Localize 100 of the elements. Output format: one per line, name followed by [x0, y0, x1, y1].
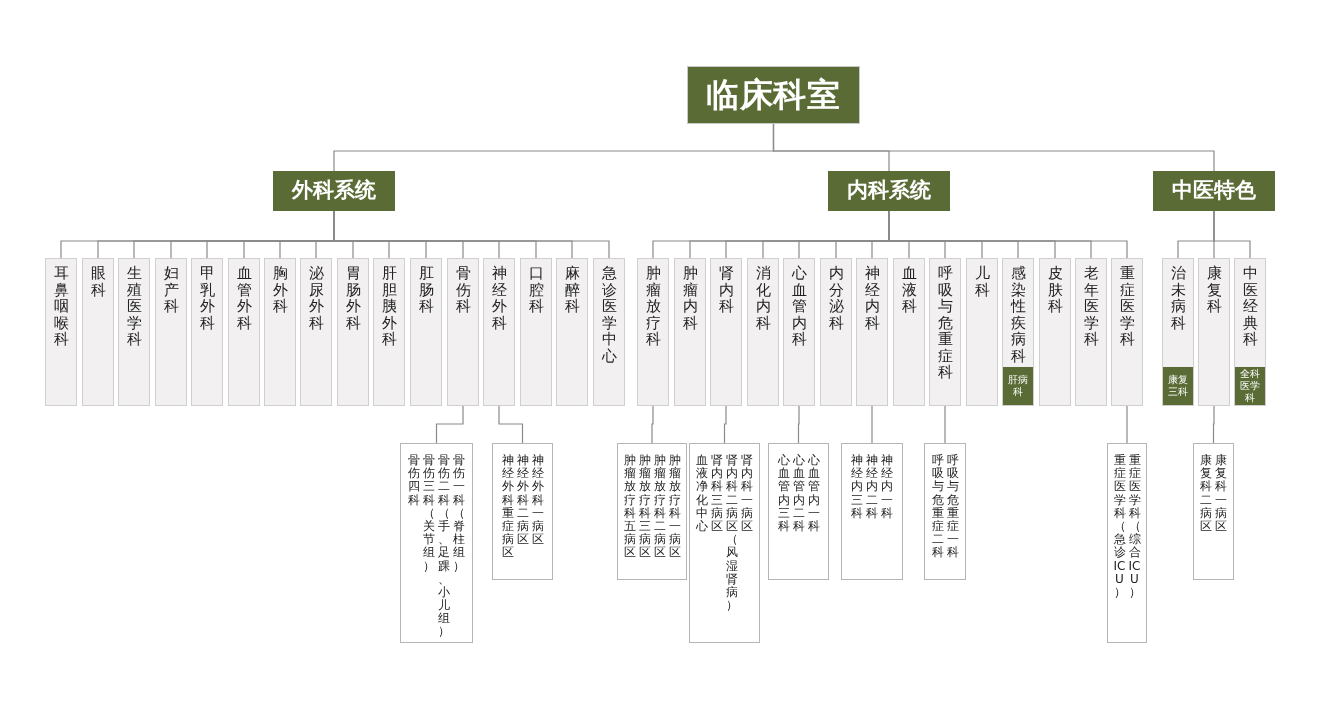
department-box: [966, 258, 998, 406]
department-label: 神经外科: [491, 265, 507, 331]
department-box: [674, 258, 706, 406]
ward-label: 康复科一病区: [1215, 454, 1227, 534]
department-box: [710, 258, 742, 406]
department-label: 重症医学科: [1119, 265, 1135, 348]
department-box: [893, 258, 925, 406]
connector-line: [1213, 210, 1251, 259]
department-box: [410, 258, 442, 406]
department-box: [82, 258, 114, 406]
connector-line: [797, 405, 800, 444]
department-label: 血液科: [901, 265, 917, 315]
connector-line: [435, 405, 464, 444]
department-box: [520, 258, 552, 406]
system-box: [828, 171, 950, 211]
system-box: [273, 171, 395, 211]
department-label: 消化内科: [755, 265, 771, 331]
ward-label: 呼吸与危重症二科: [931, 454, 944, 560]
badge-label: 肝病科: [1003, 367, 1033, 405]
ward-label: 神经外科二病区: [516, 454, 529, 547]
department-box: [1162, 258, 1194, 406]
ward-label: 肿瘤放疗科三病区: [638, 454, 651, 560]
ward-label: 肿瘤放疗科二病区: [653, 454, 666, 560]
ward-label: 心血管内二科: [792, 454, 805, 534]
badge-label: 全科医学科: [1235, 367, 1265, 405]
ward-label: 呼吸与危重症一科: [946, 454, 959, 560]
department-label: 妇产科: [163, 265, 179, 315]
department-label: 感染性疾病科: [1010, 265, 1026, 364]
department-label: 肿瘤内科: [682, 265, 698, 331]
department-label: 泌尿外科: [308, 265, 324, 331]
root-box: [687, 66, 860, 124]
department-label: 甲乳外科: [199, 265, 215, 331]
department-box: [228, 258, 260, 406]
ward-box: [617, 443, 687, 580]
department-box: [300, 258, 332, 406]
department-label: 肝胆胰外科: [381, 265, 397, 348]
ward-label: 重症医学科（急诊ICU）: [1113, 454, 1126, 600]
ward-box: [1193, 443, 1234, 580]
department-box: [447, 258, 479, 406]
connector-line: [944, 405, 946, 444]
department-label: 皮肤科: [1047, 265, 1063, 315]
department-box: [155, 258, 187, 406]
department-label: 生殖医学科: [126, 265, 142, 348]
ward-box: [924, 443, 966, 580]
ward-label: 心血管内一科: [807, 454, 820, 534]
department-label: 治未病科: [1170, 265, 1186, 331]
ward-box: [492, 443, 553, 580]
ward-box: [1107, 443, 1147, 643]
department-label: 胸外科: [272, 265, 288, 315]
department-label: 血管外科: [236, 265, 252, 331]
ward-label: 肿瘤放疗科五病区: [623, 454, 636, 560]
department-label: 骨伤科: [455, 265, 471, 315]
ward-label: 骨伤三科（关节组）: [423, 454, 435, 573]
department-box: [45, 258, 77, 406]
system-box: [1153, 171, 1275, 211]
ward-label: 血液净化中心: [696, 454, 708, 534]
ward-label: 骨伤二科（手、足踝、小儿组）: [438, 454, 450, 639]
department-label: 康复科: [1206, 265, 1222, 315]
ward-box: [841, 443, 903, 580]
system-title: 内科系统: [847, 177, 931, 205]
department-label: 急诊医学中心: [601, 265, 617, 364]
connector-line: [651, 405, 654, 444]
system-title: 外科系统: [292, 177, 376, 205]
department-box: [373, 258, 405, 406]
ward-label: 肿瘤放疗科一病区: [668, 454, 681, 560]
department-label: 神经内科: [864, 265, 880, 331]
department-label: 麻醉科: [564, 265, 580, 315]
ward-label: 神经内一科: [881, 454, 893, 520]
department-label: 眼科: [90, 265, 106, 298]
ward-label: 康复科二病区: [1200, 454, 1212, 534]
department-box: [783, 258, 815, 406]
department-box: [1075, 258, 1107, 406]
connector-line: [1212, 405, 1215, 444]
department-box: [637, 258, 669, 406]
department-label: 内分泌科: [828, 265, 844, 331]
ward-label: 肾内科二病区（风湿肾病）: [726, 454, 738, 613]
ward-label: 肾内科一病区: [741, 454, 753, 534]
department-box: [747, 258, 779, 406]
badge-label: 康复三科: [1163, 367, 1193, 405]
department-label: 中医经典科: [1242, 265, 1258, 348]
ward-box: [768, 443, 829, 580]
department-label: 老年医学科: [1083, 265, 1099, 348]
department-box: [856, 258, 888, 406]
department-box: [337, 258, 369, 406]
ward-label: 肾内科三病区: [711, 454, 723, 534]
ward-label: 骨伤四科: [408, 454, 420, 507]
department-box: [1198, 258, 1230, 406]
ward-label: 神经外科一病区: [531, 454, 544, 547]
department-box: [191, 258, 223, 406]
department-label: 耳鼻咽喉科: [53, 265, 69, 348]
root-title: 临床科室: [705, 74, 842, 117]
department-box: [1039, 258, 1071, 406]
department-box: [929, 258, 961, 406]
ward-label: 心血管内三科: [777, 454, 790, 534]
connector-line: [871, 405, 873, 444]
connector-line: [498, 405, 524, 444]
connector-line: [772, 123, 1215, 172]
department-box: [593, 258, 625, 406]
ward-label: 骨伤一科（脊柱组）: [453, 454, 465, 573]
department-box: [1002, 258, 1034, 406]
